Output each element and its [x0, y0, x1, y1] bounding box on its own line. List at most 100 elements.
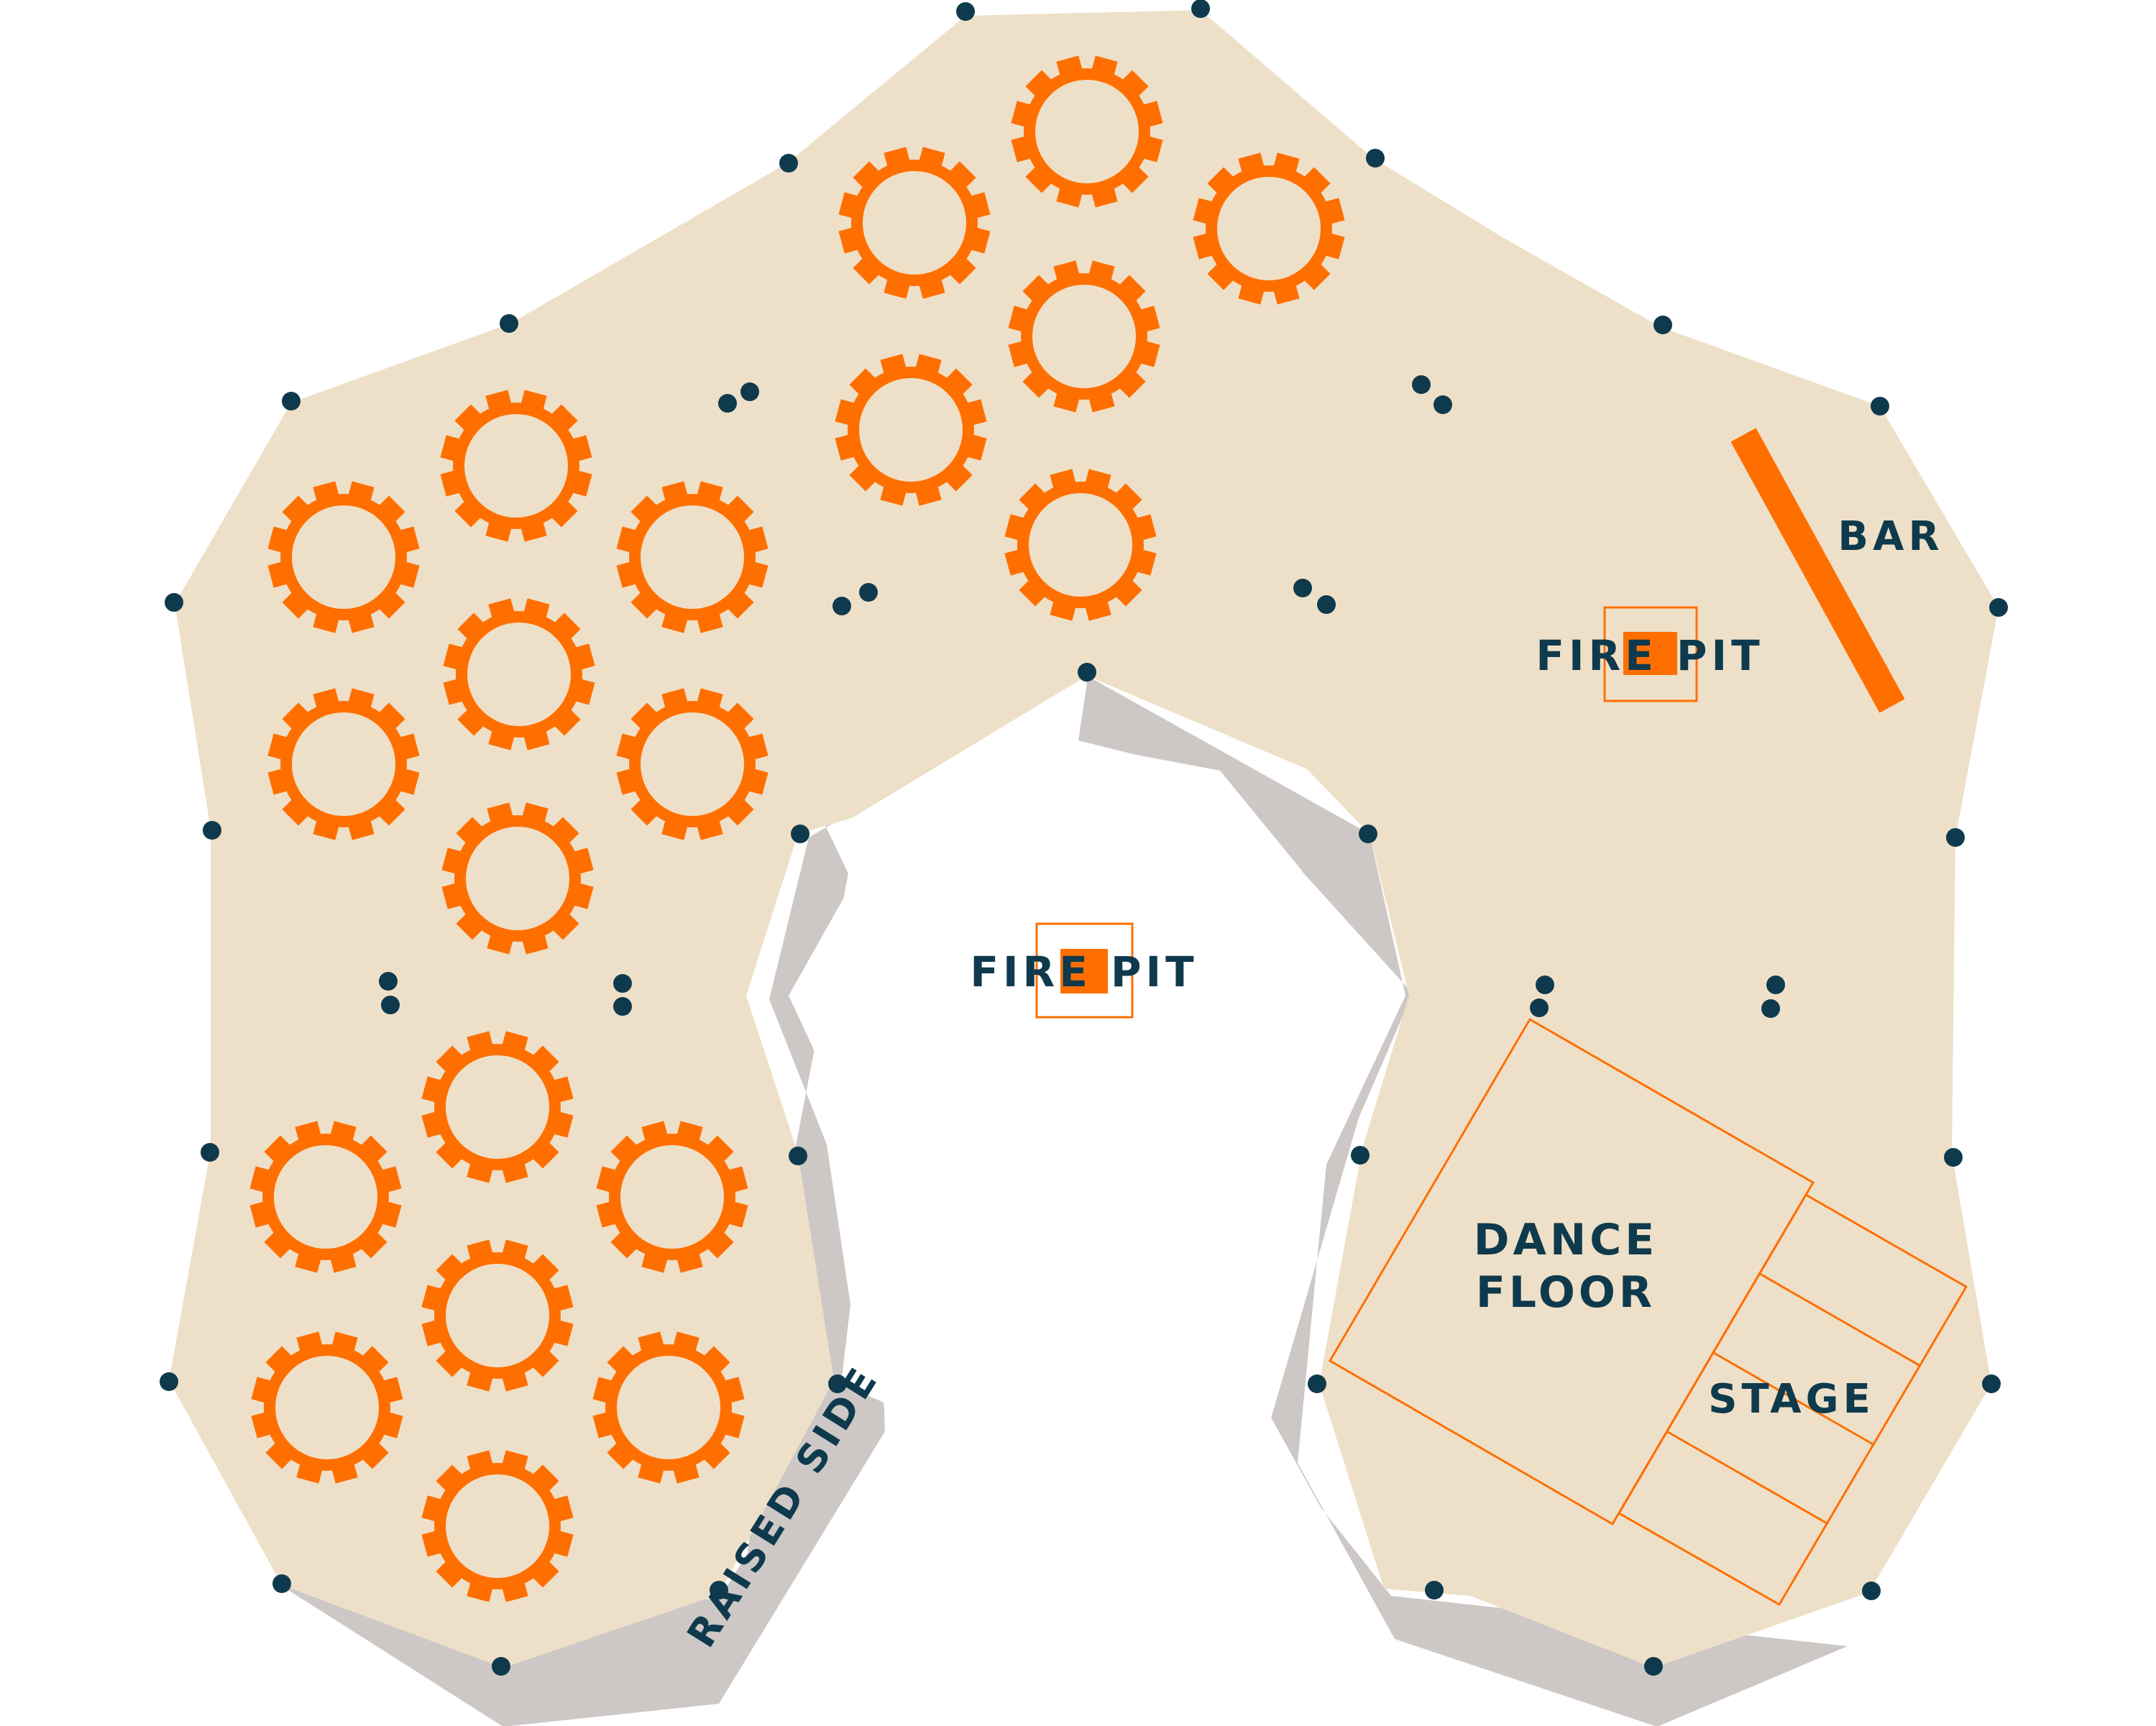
tent-pole-icon [160, 1372, 178, 1391]
round-table-with-chairs-icon [251, 1331, 403, 1484]
bar-counter-icon [1730, 428, 1905, 713]
tent-pole-icon [1412, 375, 1431, 394]
tent-pole-icon [718, 394, 737, 413]
fire-pit-label: FIRE PIT [970, 947, 1198, 996]
chair [948, 161, 976, 189]
chair [531, 1349, 559, 1377]
table [434, 1252, 561, 1379]
chair [706, 1231, 734, 1259]
round-table-with-chairs-icon [421, 1031, 574, 1183]
chair [531, 1141, 559, 1169]
chair [551, 912, 579, 940]
round-table-with-chairs-icon [838, 147, 991, 299]
chair [1025, 165, 1053, 193]
tent-pole-icon [859, 583, 878, 602]
tent-pole-icon [710, 1581, 728, 1599]
table [454, 815, 581, 942]
chair [945, 368, 973, 396]
chair [531, 1045, 559, 1073]
chair [706, 1135, 734, 1163]
fire-pit-icon [1035, 922, 1134, 1019]
chair [1303, 167, 1331, 195]
round-table-with-chairs-icon [1011, 55, 1163, 208]
chair [1207, 167, 1235, 195]
round-table-with-chairs-icon [616, 481, 769, 633]
chair [436, 1254, 464, 1282]
chair [630, 495, 659, 523]
chair [436, 1349, 464, 1377]
chair [531, 1560, 559, 1588]
chair [1121, 165, 1149, 193]
stage-label: STAGE [1708, 1376, 1875, 1423]
tent-pole-icon [1862, 1582, 1881, 1600]
chair [1114, 579, 1142, 607]
round-table-with-chairs-icon [592, 1331, 745, 1484]
tent-pole-icon [272, 1574, 291, 1593]
chair [702, 1441, 730, 1469]
posts-layer [160, 0, 2008, 1676]
table [434, 1044, 561, 1170]
round-table-with-chairs-icon [421, 1450, 574, 1602]
table [456, 611, 582, 738]
chair [948, 257, 976, 285]
round-table-with-chairs-icon [249, 1121, 402, 1273]
tent-pole-icon [1530, 999, 1549, 1017]
tent-pole-icon [740, 382, 759, 401]
round-table-with-chairs-icon [421, 1239, 574, 1392]
table [1017, 482, 1144, 608]
chair [550, 404, 578, 432]
chair [436, 1141, 464, 1169]
chair [456, 912, 484, 940]
chair [531, 1254, 559, 1282]
dance-floor-label-line2: FLOOR [1476, 1267, 1656, 1318]
table [605, 1344, 732, 1471]
round-table-with-chairs-icon [443, 598, 595, 750]
round-table-with-chairs-icon [1008, 260, 1160, 413]
tent-pole-icon [1433, 395, 1452, 414]
chair [1025, 70, 1053, 98]
chair [265, 1346, 293, 1374]
table [629, 701, 756, 827]
table [280, 701, 407, 827]
table [851, 160, 978, 286]
chair [1118, 370, 1146, 398]
chair [849, 464, 877, 492]
chair [1118, 275, 1146, 303]
chair [1114, 483, 1142, 511]
tent-pole-icon [1766, 976, 1785, 994]
round-table-with-chairs-icon [1193, 152, 1345, 305]
chair [359, 1135, 387, 1163]
chair [377, 702, 405, 730]
chair [702, 1346, 730, 1374]
tent-pole-icon [1359, 825, 1377, 843]
tent-pole-icon [1982, 1374, 2001, 1393]
round-table-with-chairs-icon [267, 481, 420, 633]
table [434, 1463, 561, 1589]
tent-pole-icon [165, 593, 183, 612]
chair [457, 708, 485, 736]
tent-pole-icon [779, 154, 798, 173]
chair [377, 798, 405, 826]
chair [945, 464, 973, 492]
chair [1019, 483, 1047, 511]
table [609, 1134, 735, 1260]
chair [1121, 70, 1149, 98]
chair [849, 368, 877, 396]
round-table-with-chairs-icon [835, 354, 987, 506]
table [262, 1134, 389, 1260]
chair [610, 1231, 638, 1259]
table [453, 403, 579, 529]
chair [436, 1464, 464, 1492]
tent-pole-icon [1944, 1148, 1963, 1167]
chair [1019, 579, 1047, 607]
stage [1617, 1193, 1968, 1607]
chair [377, 591, 405, 619]
chair [1022, 275, 1050, 303]
chair [264, 1135, 292, 1163]
table [264, 1344, 390, 1471]
chair [264, 1231, 292, 1259]
table [629, 494, 756, 620]
tent-pole-icon [1078, 663, 1096, 681]
tent-pole-icon [956, 2, 975, 21]
